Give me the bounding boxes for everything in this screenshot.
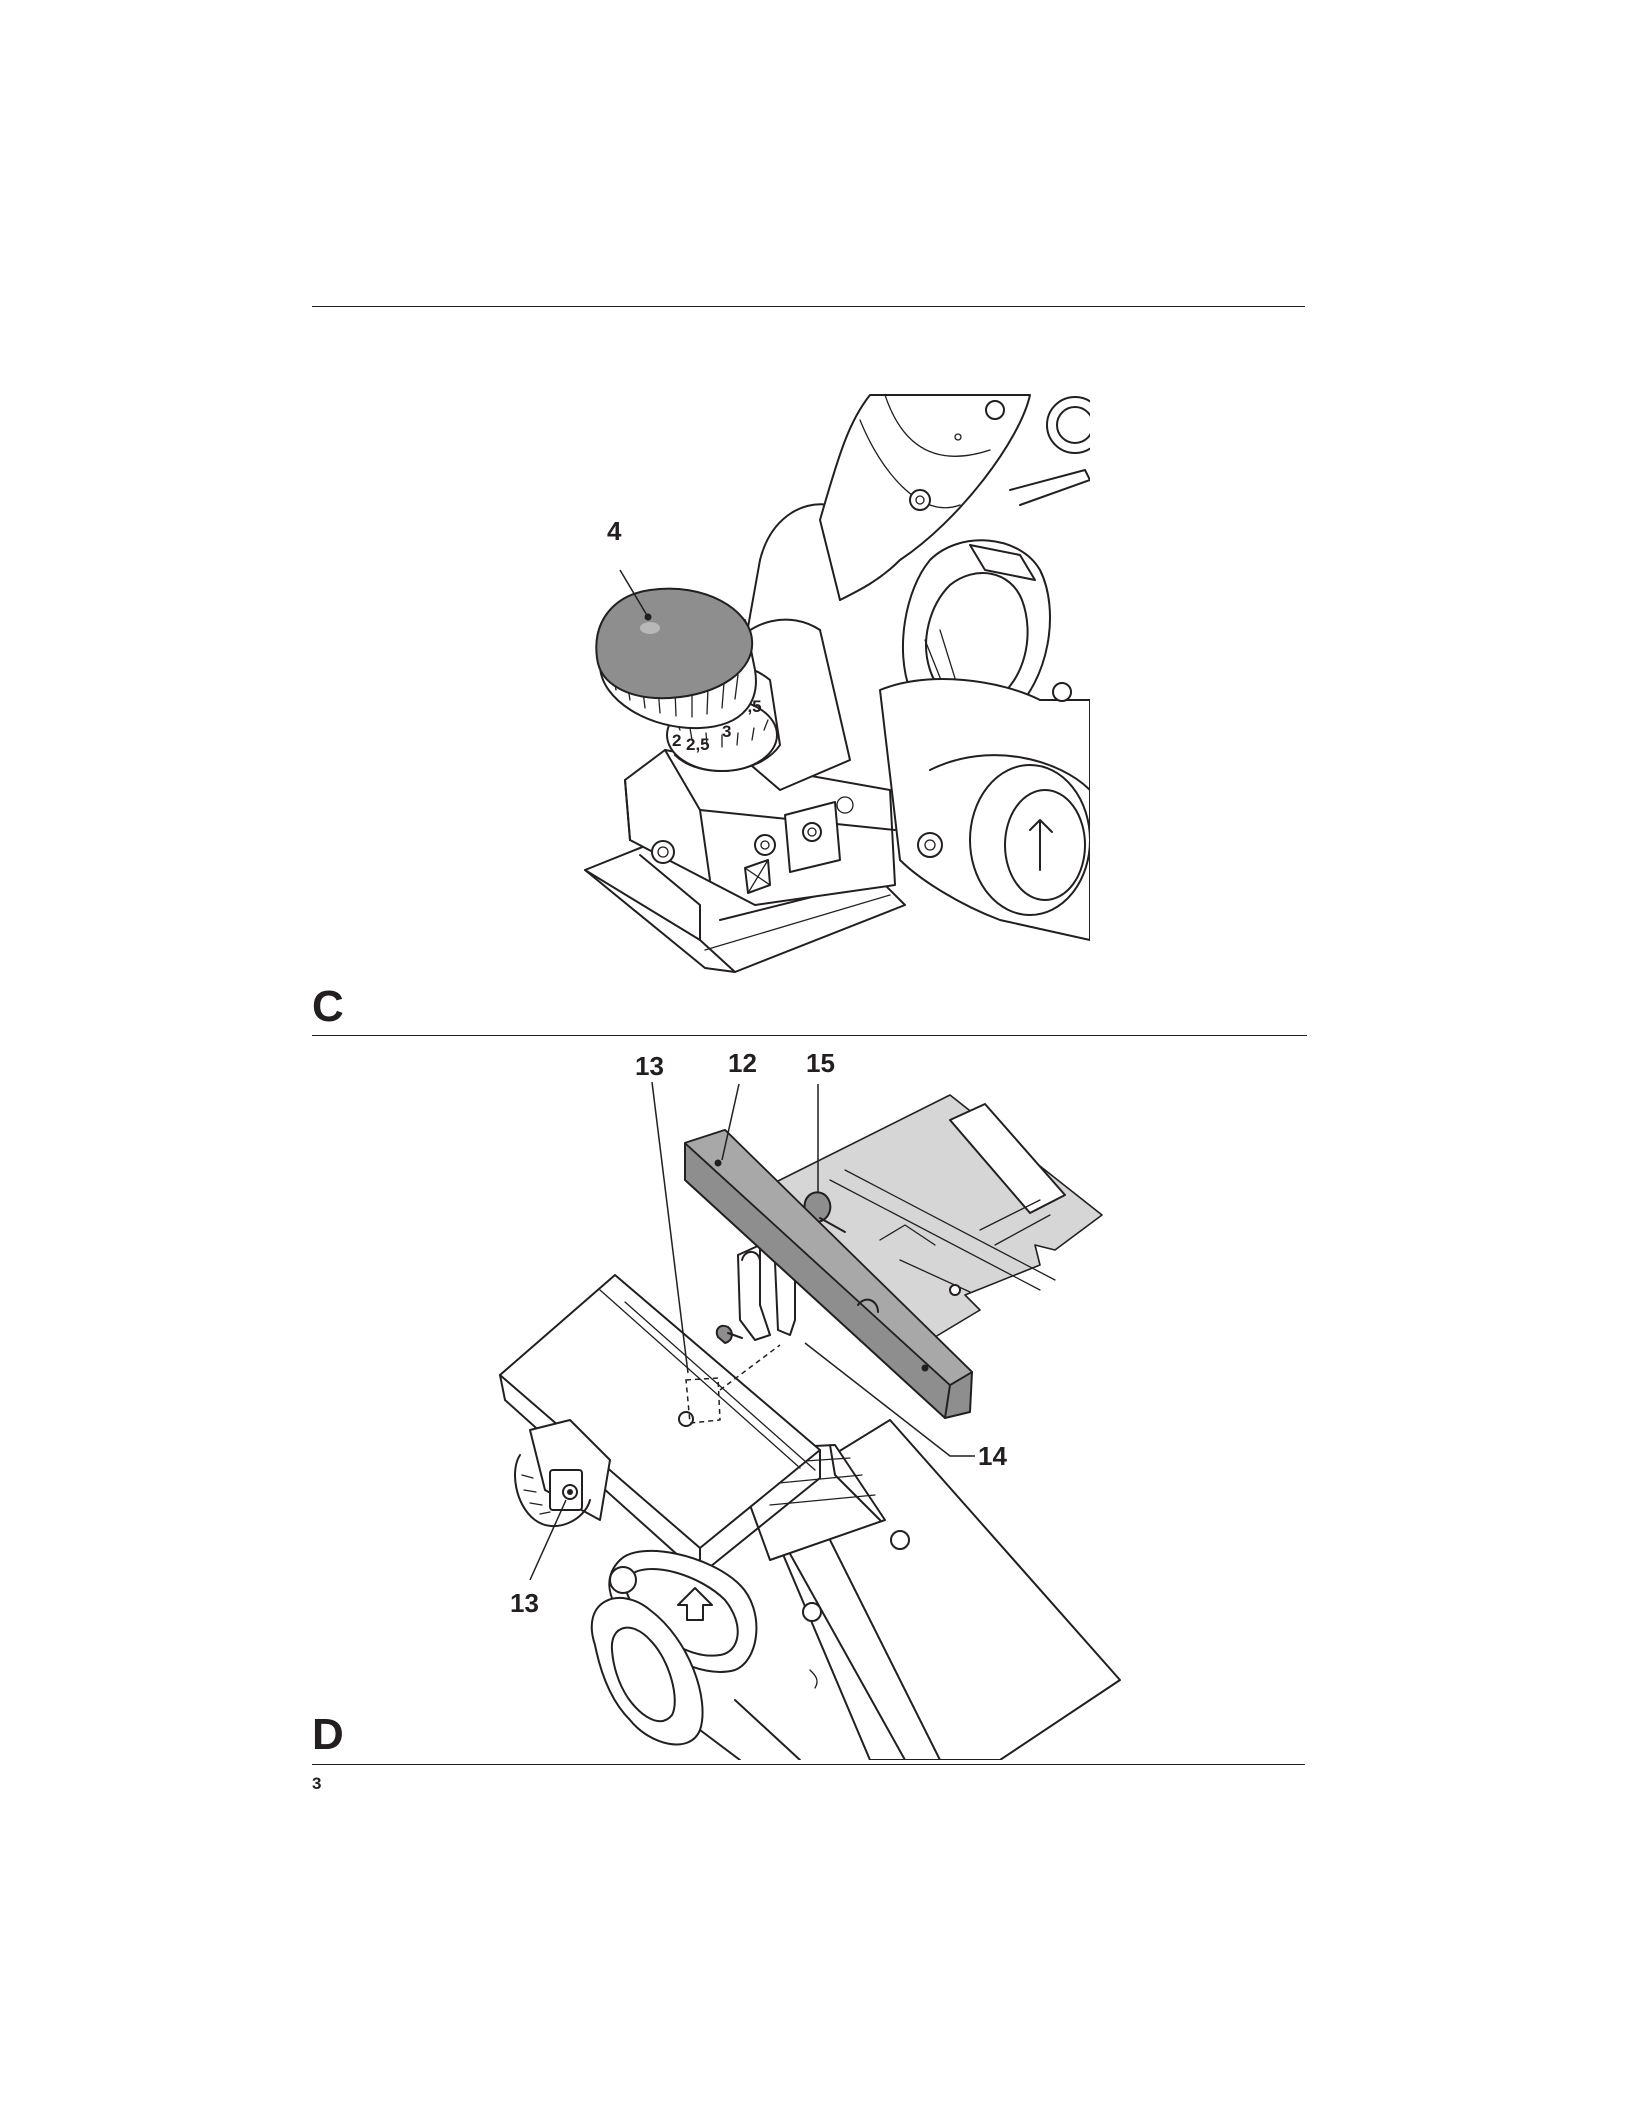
dial-scale-2: 2 xyxy=(672,731,681,750)
figure-d-fence-drawing xyxy=(500,1095,1120,1760)
figure-c-planer-drawing: 2 2,5 3 3,5 xyxy=(585,395,1103,972)
dial-scale-2-5: 2,5 xyxy=(686,735,710,754)
callout-12: 12 xyxy=(728,1048,757,1078)
callout-4: 4 xyxy=(607,516,622,546)
callout-14: 14 xyxy=(978,1441,1007,1471)
callout-13-top: 13 xyxy=(635,1051,664,1081)
callout-13-bottom: 13 xyxy=(510,1588,539,1618)
callout-15: 15 xyxy=(806,1048,835,1078)
